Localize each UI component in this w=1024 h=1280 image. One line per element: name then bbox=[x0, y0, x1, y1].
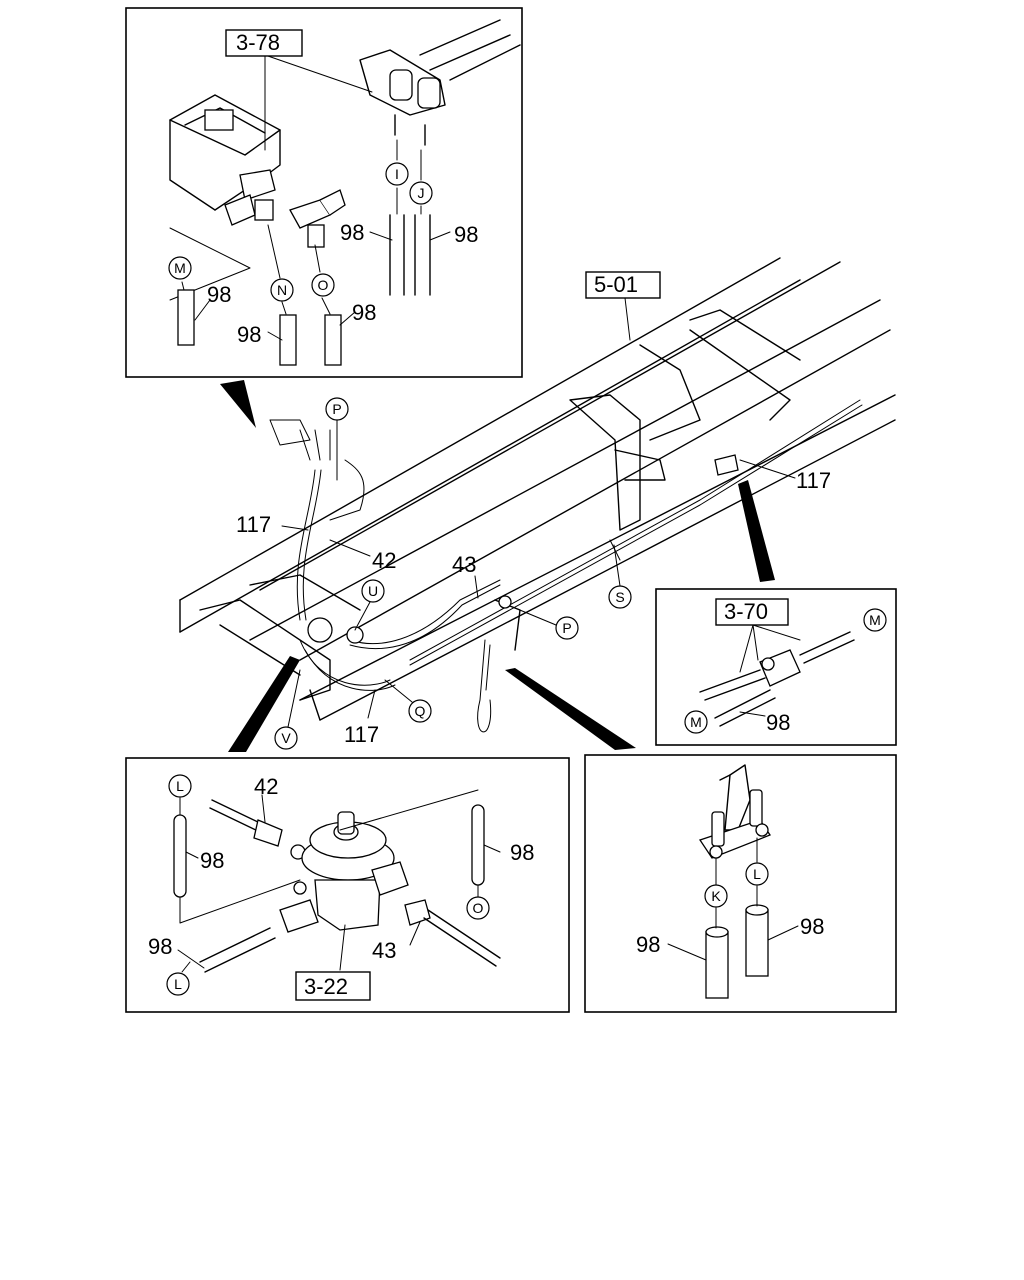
part-number-117-bottom: 117 bbox=[344, 722, 379, 747]
circle-letter-l-bottom: L bbox=[174, 976, 182, 992]
ref-box-3-70 bbox=[715, 598, 789, 626]
ref-label-3-78: 3-78 bbox=[236, 30, 280, 55]
circle-letter-m-top: M bbox=[174, 260, 186, 276]
ref-label-3-22: 3-22 bbox=[304, 974, 348, 999]
ref-label-3-70: 3-70 bbox=[724, 599, 768, 624]
part-number-98-pipe-n: 98 bbox=[237, 322, 261, 347]
circle-letter-l-right: L bbox=[753, 866, 761, 882]
part-number-98-inset-bottom: 98 bbox=[148, 934, 172, 959]
circle-letter-v: V bbox=[281, 730, 291, 746]
circle-letter-j: J bbox=[418, 185, 425, 201]
circle-letter-i: I bbox=[395, 166, 399, 182]
part-number-98-pipe-m: 98 bbox=[207, 282, 231, 307]
ref-box-5-01 bbox=[585, 271, 661, 299]
circle-letter-s: S bbox=[615, 589, 624, 605]
part-number-98-pipe-o: 98 bbox=[352, 300, 376, 325]
part-number-98-right-inset: 98 bbox=[766, 710, 790, 735]
circle-letter-q: Q bbox=[415, 703, 426, 719]
circle-letter-p-right: P bbox=[562, 620, 571, 636]
part-number-117-upper-right: 117 bbox=[796, 468, 831, 493]
part-number-43-main: 43 bbox=[452, 552, 476, 577]
circle-m-right-bottom bbox=[684, 710, 708, 734]
circle-letters-main: P U S P Q V bbox=[274, 397, 632, 750]
circle-letter-m-right-bottom: M bbox=[690, 714, 702, 730]
part-number-98-pipe-i: 98 bbox=[340, 220, 364, 245]
inset-bottom-left-3-22 bbox=[125, 757, 570, 1013]
ref-box-3-78 bbox=[225, 29, 303, 57]
part-number-43-inset: 43 bbox=[372, 938, 396, 963]
part-number-117-left: 117 bbox=[236, 512, 271, 537]
circle-letter-o-top: O bbox=[318, 277, 329, 293]
circle-letter-l-top: L bbox=[176, 778, 184, 794]
part-number-98-br-left: 98 bbox=[636, 932, 660, 957]
circle-letters-top-inset: I J M N O bbox=[168, 162, 433, 302]
part-number-98-pipe-j: 98 bbox=[454, 222, 478, 247]
circle-letters-bottom-left-inset: L O L bbox=[166, 774, 490, 996]
circle-m-right-top bbox=[863, 608, 887, 632]
ref-label-5-01: 5-01 bbox=[594, 272, 638, 297]
callout-arrows bbox=[220, 380, 775, 752]
inset-top-left bbox=[125, 7, 523, 378]
ref-box-3-22 bbox=[295, 971, 371, 1001]
circle-letter-n: N bbox=[277, 282, 287, 298]
part-number-42-main: 42 bbox=[372, 548, 396, 573]
circle-letter-m-right-top: M bbox=[869, 612, 881, 628]
circle-letter-o-bottom: O bbox=[473, 900, 484, 916]
circle-letters-bottom-right-inset: K L bbox=[704, 862, 769, 908]
circle-letter-k: K bbox=[711, 888, 721, 904]
circle-letter-p-top: P bbox=[332, 401, 341, 417]
inset-right-3-70 bbox=[655, 588, 897, 746]
main-chassis-drawing bbox=[179, 257, 896, 733]
part-number-42-inset: 42 bbox=[254, 774, 278, 799]
circle-letter-u: U bbox=[368, 583, 378, 599]
part-number-98-br-right: 98 bbox=[800, 914, 824, 939]
part-number-98-inset-right: 98 bbox=[510, 840, 534, 865]
part-number-98-inset-left: 98 bbox=[200, 848, 224, 873]
inset-bottom-right bbox=[584, 754, 897, 1013]
